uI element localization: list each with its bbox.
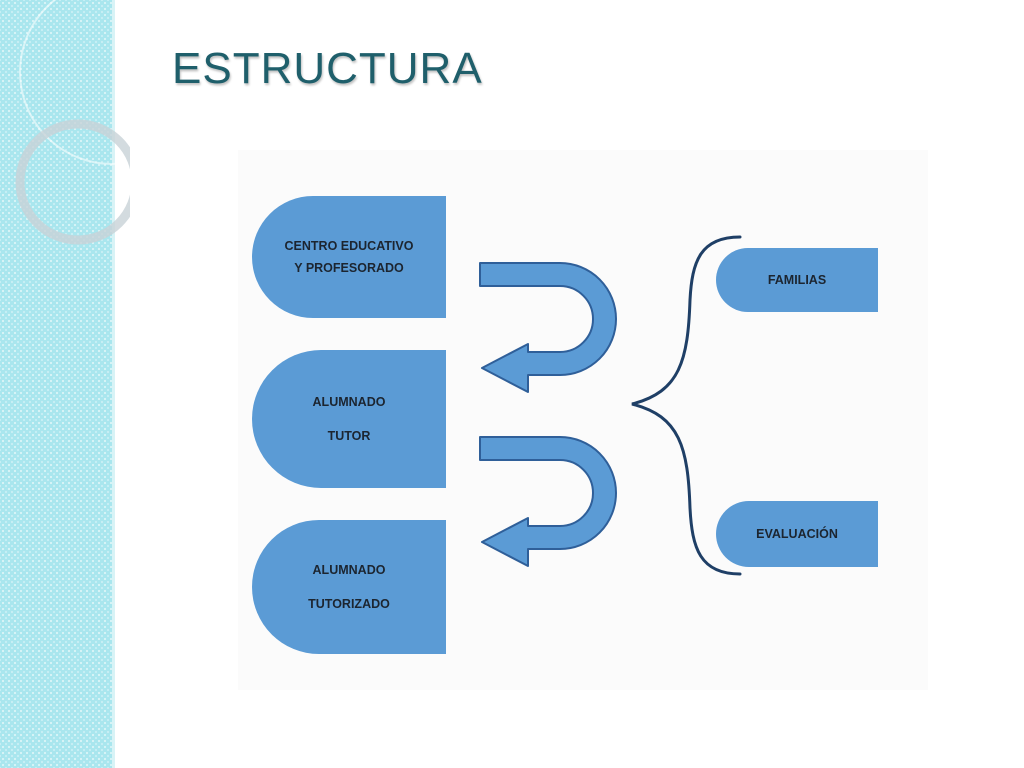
box-evaluacion: EVALUACIÓN bbox=[716, 501, 878, 567]
box-label-line: CENTRO EDUCATIVO bbox=[284, 239, 414, 253]
curly-brace bbox=[631, 235, 742, 576]
box-alumnado-tutor: ALUMNADO TUTOR bbox=[252, 350, 446, 488]
box-label: FAMILIAS bbox=[767, 273, 827, 287]
u-turn-arrow-upper bbox=[479, 262, 617, 393]
u-turn-arrow-lower bbox=[479, 436, 617, 567]
decorative-rings bbox=[15, 0, 130, 245]
box-label-line: ALUMNADO bbox=[312, 395, 386, 409]
box-familias: FAMILIAS bbox=[716, 248, 878, 312]
box-label-line: ALUMNADO bbox=[312, 563, 386, 577]
box-label: EVALUACIÓN bbox=[756, 527, 838, 541]
box-alumnado-tutorizado: ALUMNADO TUTORIZADO bbox=[252, 520, 446, 654]
box-label-line: TUTOR bbox=[327, 429, 371, 443]
strip-edge bbox=[112, 0, 115, 768]
box-label-line: TUTORIZADO bbox=[308, 597, 390, 611]
slide-title: ESTRUCTURA bbox=[172, 44, 483, 93]
box-label-line: Y PROFESORADO bbox=[294, 261, 404, 275]
box-centro-educativo: CENTRO EDUCATIVO Y PROFESORADO bbox=[252, 196, 446, 318]
